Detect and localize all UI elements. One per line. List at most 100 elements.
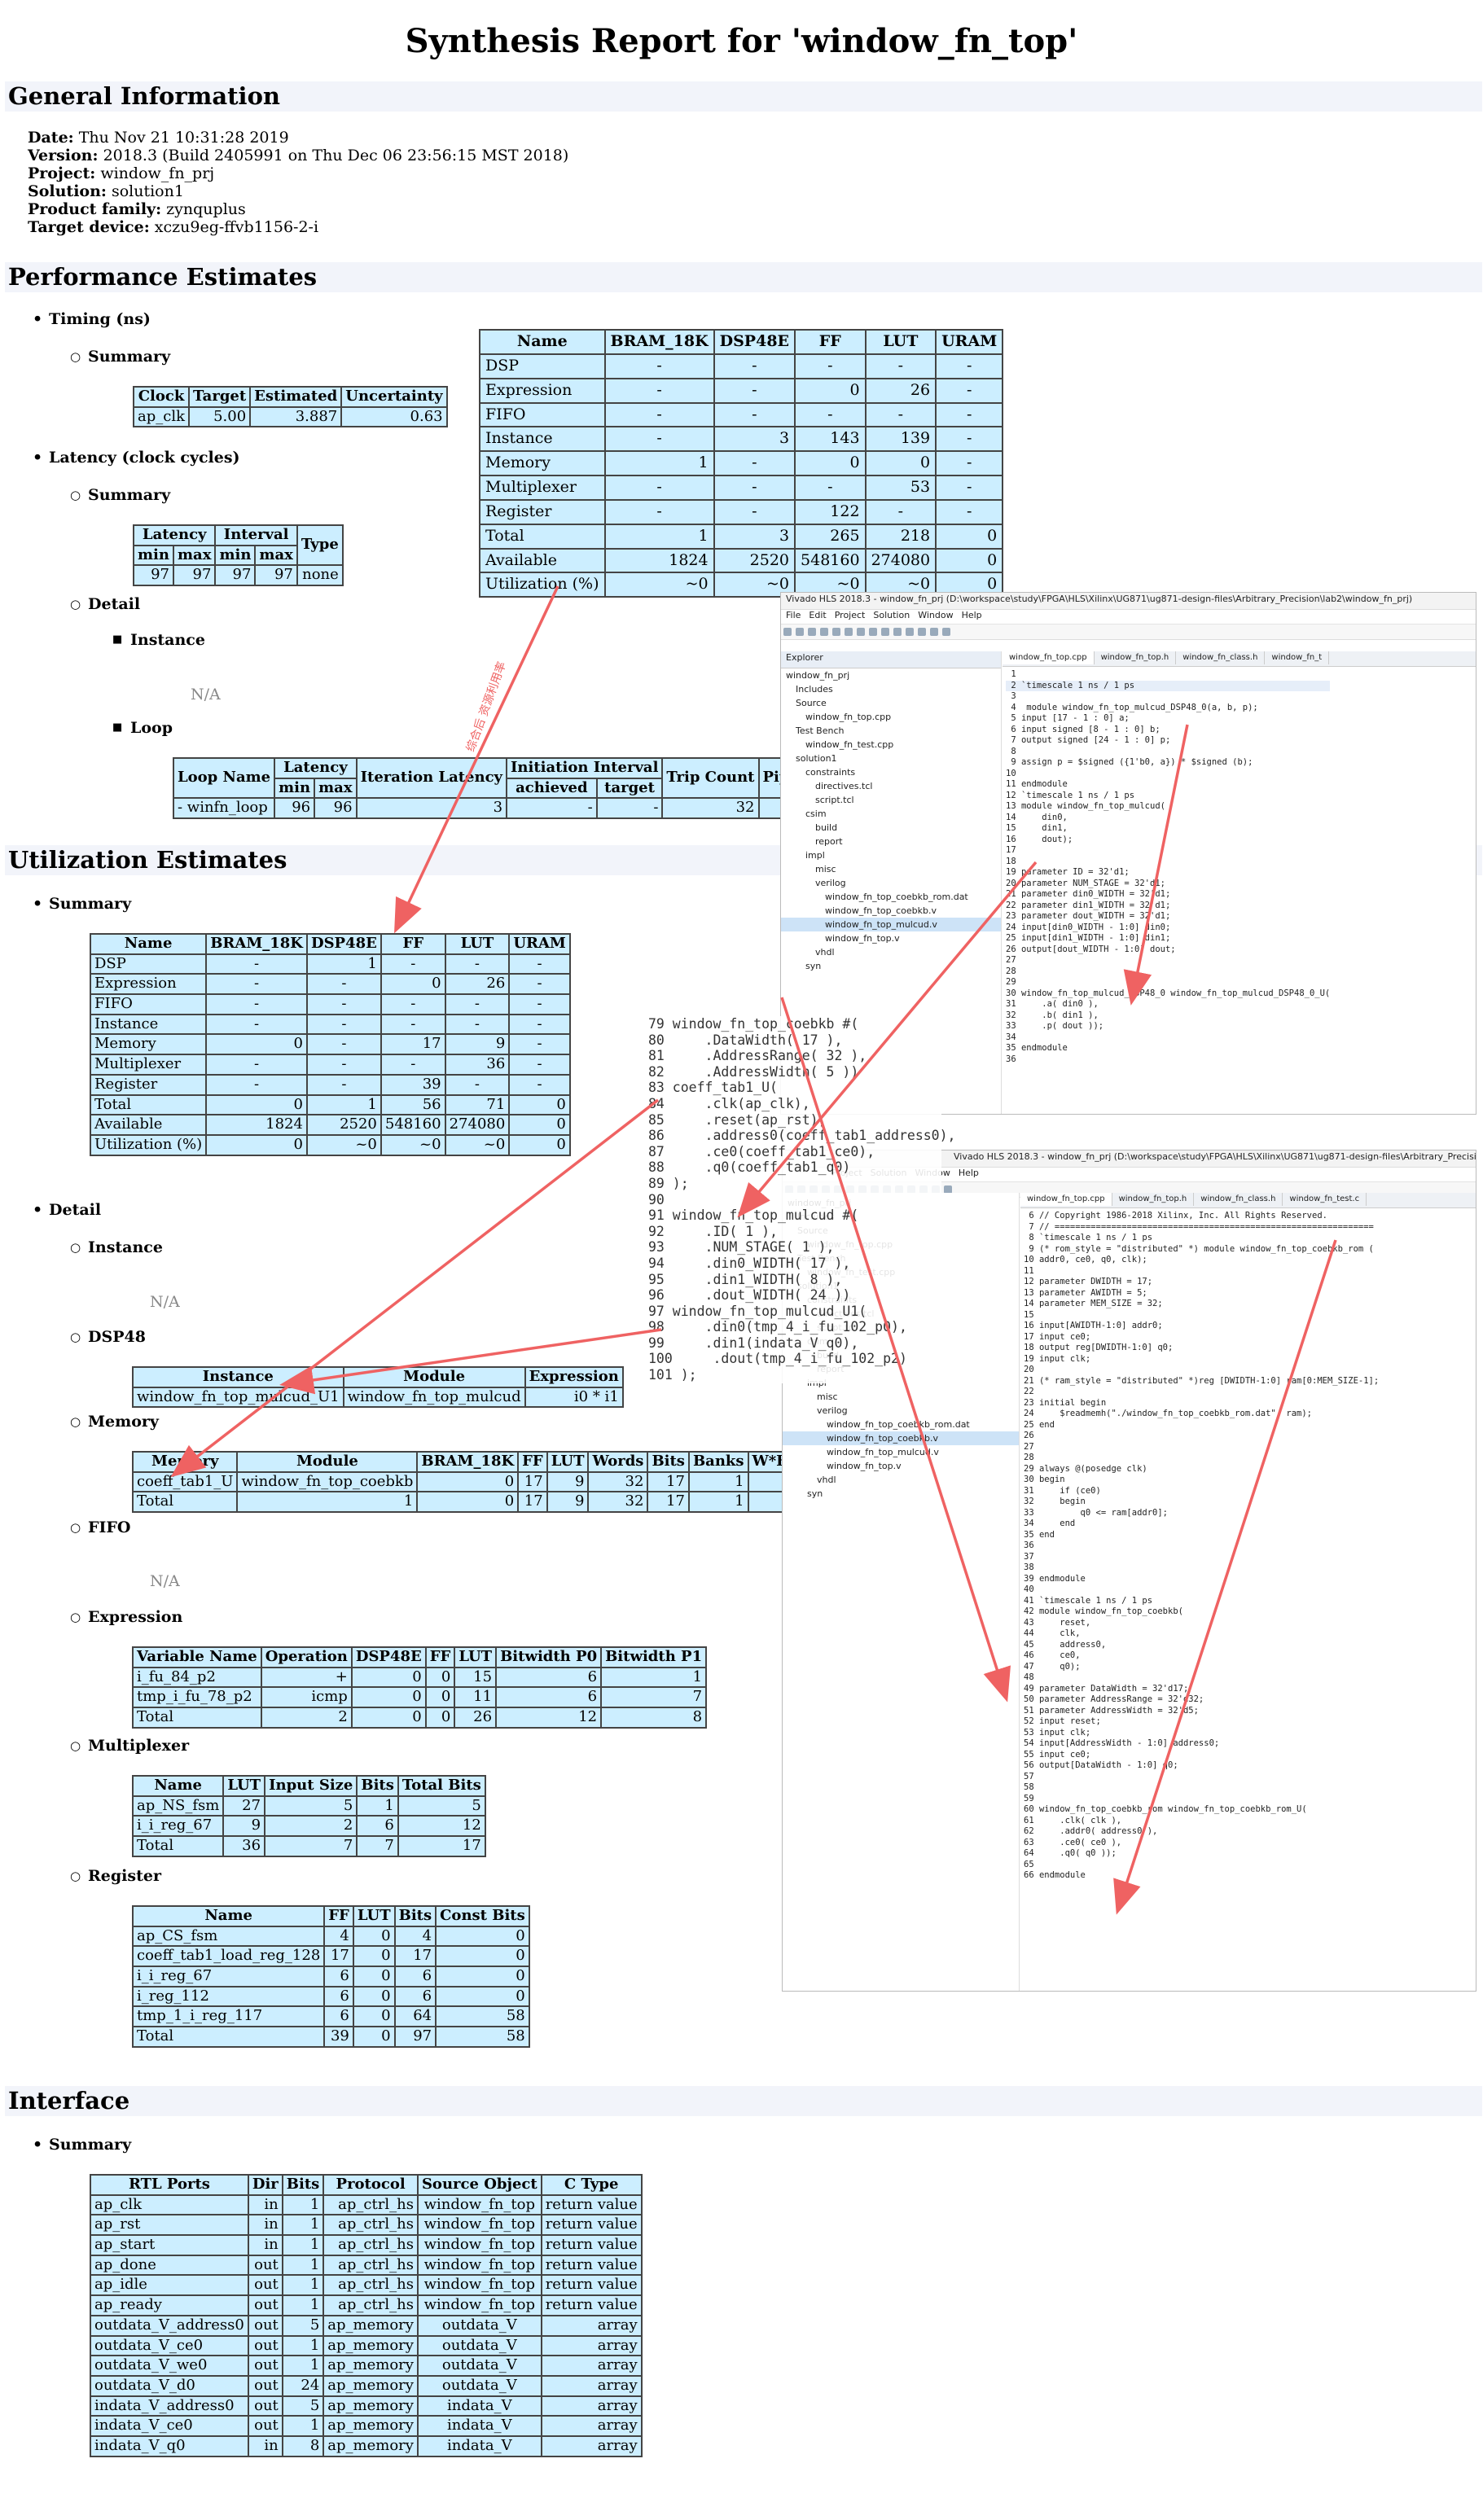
latency-detail-heading: Detail: [70, 595, 140, 614]
menu-item[interactable]: Solution: [873, 610, 910, 620]
ide1-menubar: File Edit Project Solution Window Help: [781, 610, 1476, 625]
editor-tab[interactable]: window_fn_t: [1265, 651, 1330, 664]
table-cell: 122: [794, 498, 867, 525]
table-cell: 2: [264, 1815, 358, 1838]
table-cell: indata_V_q0: [90, 2435, 249, 2457]
tree-node[interactable]: Test Bench: [796, 725, 845, 736]
editor-tab[interactable]: window_fn_top.h: [1112, 1193, 1195, 1206]
instance-na: N/A: [191, 686, 221, 703]
table-cell: array: [540, 2395, 643, 2417]
tree-node[interactable]: misc: [815, 864, 836, 874]
table-cell: -: [506, 797, 598, 820]
column-header: Name: [89, 933, 208, 955]
table-cell: -: [713, 475, 796, 501]
table-cell: ~0: [305, 1133, 382, 1156]
snippet-line: 85 .reset(ap_rst),: [648, 1111, 827, 1128]
tree-node[interactable]: window_fn_top_mulcud.v: [827, 1447, 939, 1457]
tree-node[interactable]: window_fn_test.cpp: [805, 739, 894, 750]
table-cell: 6: [356, 1815, 399, 1838]
table-cell: DSP: [479, 353, 606, 379]
menu-item[interactable]: Edit: [809, 610, 827, 620]
column-header: RTL Ports: [90, 2174, 249, 2196]
editor-tab[interactable]: window_fn_top.h: [1095, 651, 1177, 664]
table-cell: 17: [397, 1835, 486, 1857]
table-cell: window_fn_top_coebkb: [236, 1470, 419, 1493]
menu-item[interactable]: Help: [961, 610, 982, 620]
tree-node[interactable]: vhdl: [815, 947, 835, 958]
tree-node[interactable]: directives.tcl: [815, 781, 873, 791]
menu-item[interactable]: Window: [918, 610, 954, 620]
table-row: DSP-----: [479, 353, 1004, 379]
editor-tab[interactable]: window_fn_class.h: [1176, 651, 1266, 664]
tree-node[interactable]: syn: [805, 961, 822, 971]
code-line: 29 always @(posedge clk): [1024, 1463, 1147, 1474]
table-cell: window_fn_top_mulcud_U1: [132, 1386, 344, 1409]
tree-node[interactable]: constraints: [805, 767, 856, 778]
tree-node[interactable]: verilog: [817, 1405, 848, 1416]
tree-node[interactable]: window_fn_top.v: [825, 933, 900, 944]
ide1-toolbar: [781, 625, 1476, 640]
tree-node[interactable]: Source: [796, 698, 827, 708]
tree-node[interactable]: window_fn_prj: [786, 670, 850, 681]
tree-node[interactable]: impl: [805, 850, 825, 861]
column-subheader: target: [595, 777, 664, 800]
code-line: 18: [1006, 856, 1016, 866]
section-interface: Interface: [5, 2086, 1482, 2117]
snippet-line: 87 .ce0(coeff_tab1_ce0),: [648, 1143, 875, 1159]
table-cell: 2520: [305, 1114, 382, 1136]
menu-item[interactable]: Project: [834, 610, 866, 620]
editor-tab[interactable]: window_fn_top.cpp: [1020, 1193, 1112, 1206]
tree-node[interactable]: build: [815, 822, 838, 833]
table-cell: 1: [281, 2274, 325, 2297]
tree-node[interactable]: window_fn_top_coebkb.v: [783, 1431, 1019, 1445]
tree-node[interactable]: window_fn_top_coebkb_rom.dat: [827, 1419, 970, 1430]
table-cell: 143: [794, 426, 867, 453]
table-cell: ap_memory: [322, 2355, 419, 2377]
code-line: 35 end: [1024, 1529, 1055, 1540]
table-cell: -: [444, 953, 511, 975]
editor-tab[interactable]: window_fn_top.cpp: [1003, 651, 1095, 664]
tree-node[interactable]: window_fn_top_coebkb_rom.dat: [825, 892, 968, 902]
editor-tab[interactable]: window_fn_class.h: [1194, 1193, 1283, 1206]
tree-node[interactable]: misc: [817, 1391, 838, 1402]
table-cell: out: [247, 2374, 283, 2397]
tree-node[interactable]: solution1: [796, 753, 837, 764]
tree-node[interactable]: window_fn_top.cpp: [805, 712, 892, 722]
table-cell: -: [603, 377, 715, 404]
tree-node[interactable]: window_fn_top_mulcud.v: [781, 918, 1001, 931]
code-line: 22 parameter din1_WIDTH = 32'd1;: [1006, 900, 1171, 910]
table-cell: 12: [397, 1815, 486, 1838]
table-cell: return value: [540, 2234, 643, 2256]
tree-node[interactable]: script.tcl: [815, 795, 854, 805]
tree-node[interactable]: csim: [805, 809, 827, 819]
table-cell: outdata_V: [416, 2334, 542, 2357]
column-header: Protocol: [322, 2174, 419, 2196]
editor-tab[interactable]: window_fn_test.c: [1283, 1193, 1367, 1206]
snippet-line: 100 .dout(tmp_4_i_fu_102_p2): [648, 1351, 907, 1367]
register-heading: Register: [70, 1867, 161, 1886]
snippet-line: 79 window_fn_top_coebkb #(: [648, 1016, 859, 1032]
table-cell: array: [540, 2314, 643, 2337]
tree-node[interactable]: vhdl: [817, 1475, 836, 1485]
table-cell: -: [713, 377, 796, 404]
menu-item[interactable]: File: [786, 610, 801, 620]
table-cell: 3.887: [249, 405, 343, 428]
tree-node[interactable]: syn: [807, 1488, 823, 1499]
tree-node[interactable]: report: [815, 836, 843, 847]
tree-node[interactable]: Includes: [796, 684, 833, 695]
latency-heading: Latency (clock cycles): [33, 449, 240, 467]
tree-node[interactable]: verilog: [815, 878, 846, 888]
table-cell: -: [305, 993, 382, 1015]
code-line: 9 (* rom_style = "distributed" *) module…: [1024, 1243, 1374, 1254]
menu-item[interactable]: Help: [958, 1168, 979, 1178]
tree-node[interactable]: window_fn_top.v: [827, 1461, 902, 1471]
tree-node[interactable]: window_fn_top_coebkb.v: [825, 905, 937, 916]
table-cell: ap_memory: [322, 2334, 419, 2357]
table-cell: -: [935, 450, 1004, 477]
